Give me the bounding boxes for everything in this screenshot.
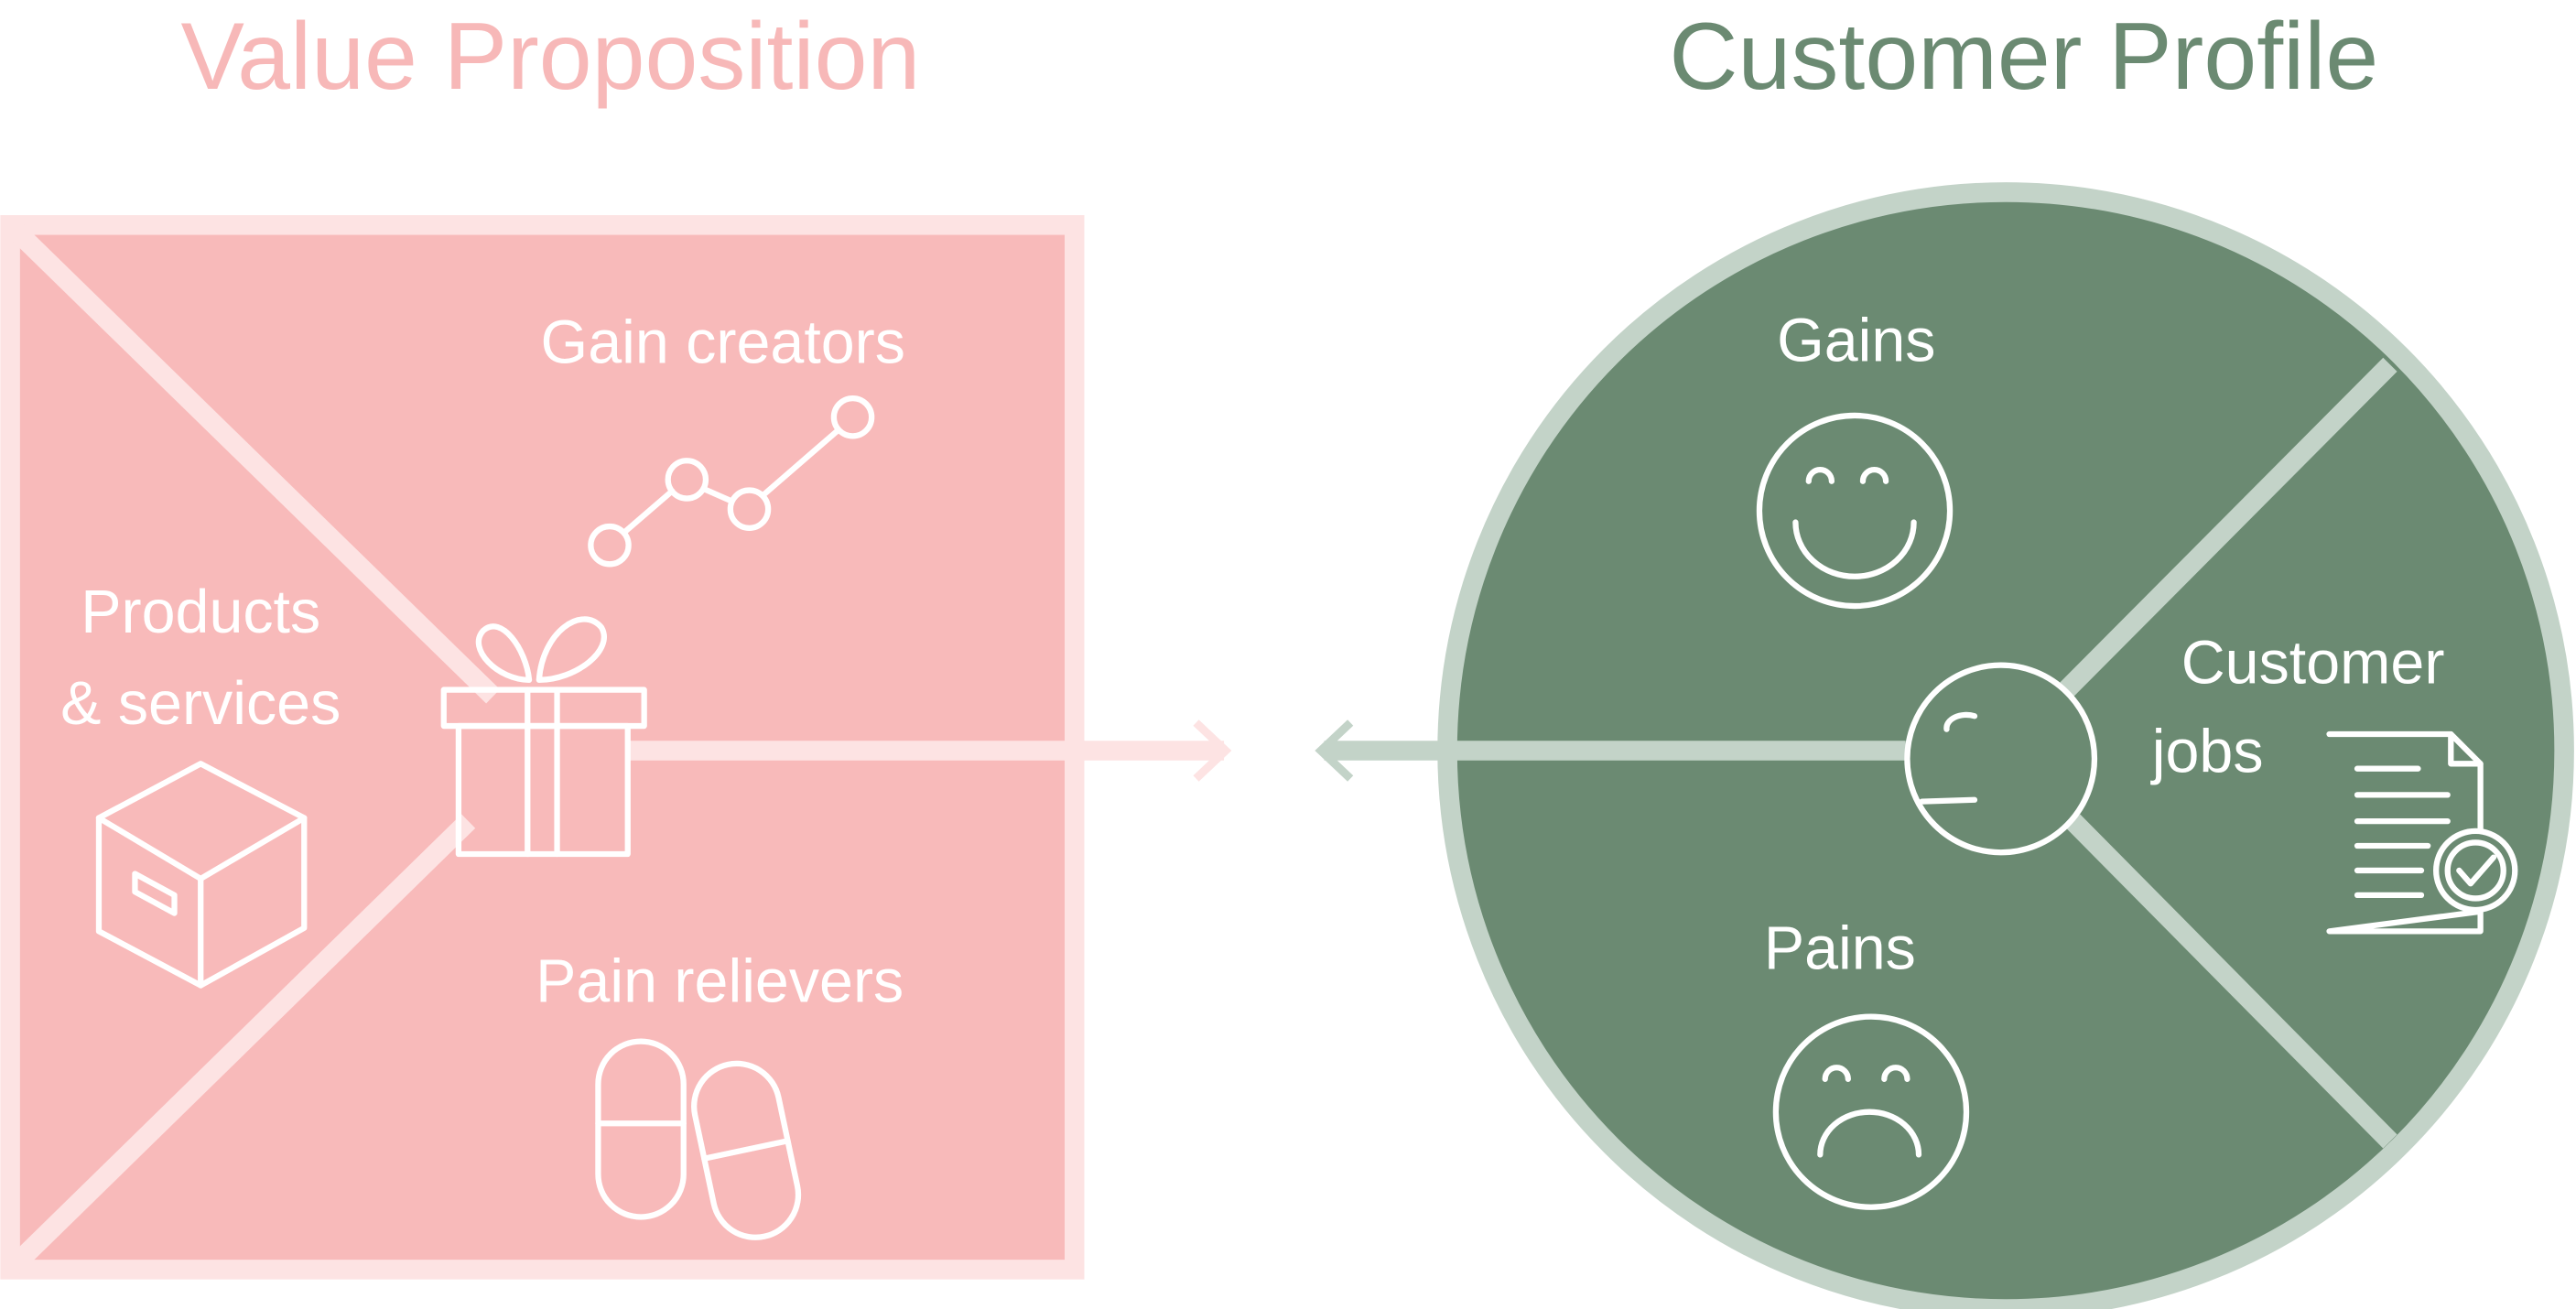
pains-label: Pains (1764, 915, 1916, 983)
products-label-line1: Products (81, 579, 320, 646)
customer-jobs-label-line1: Customer (2181, 629, 2445, 697)
face-icon (1904, 662, 2098, 856)
pills-icon (595, 1038, 802, 1240)
gain-creators-label: Gain creators (541, 309, 905, 377)
document-check-icon (2326, 730, 2518, 935)
smile-icon (1756, 412, 1954, 610)
customer-profile-circle (1315, 182, 2574, 1309)
gift-icon (440, 616, 647, 858)
value-proposition-title: Value Proposition (180, 4, 920, 110)
customer-profile-title: Customer Profile (1669, 4, 2378, 110)
line-chart-icon (588, 395, 875, 568)
pain-relievers-label: Pain relievers (536, 947, 904, 1015)
gains-label: Gains (1777, 308, 1935, 375)
products-label-line2: & services (60, 670, 341, 738)
box-icon (95, 761, 308, 989)
value-proposition-square (0, 215, 1232, 1280)
frown-icon (1772, 1013, 1970, 1210)
customer-jobs-label-line2: jobs (2150, 718, 2264, 785)
